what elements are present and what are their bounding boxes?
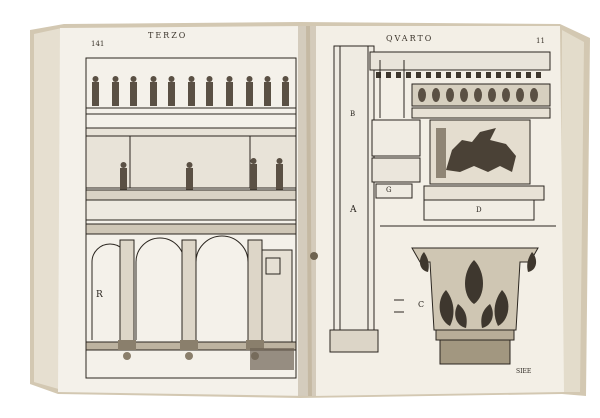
page-block-edge-right — [560, 30, 584, 392]
figure-label-r: R — [96, 290, 103, 300]
cornice — [369, 51, 551, 71]
egg-and-dart — [418, 88, 538, 102]
page-block-edge-left — [34, 28, 62, 390]
right-illustration — [329, 45, 556, 365]
statue-row-middle — [120, 158, 283, 190]
gutter-stitch — [310, 252, 318, 260]
gutter-shadow — [298, 26, 316, 396]
dimension-marks — [379, 60, 405, 313]
left-folio: 141 — [91, 40, 105, 48]
figure-label-d: D — [476, 206, 482, 214]
left-running-head: TERZO — [148, 31, 188, 40]
right-folio: 11 — [536, 37, 545, 45]
figure-label-c: C — [418, 300, 425, 309]
acanthus-leaves — [419, 252, 537, 328]
figure-label-b: B — [350, 110, 356, 118]
statue-row-top — [92, 76, 289, 106]
right-running-head: QVARTO — [386, 34, 434, 43]
dentils — [376, 72, 541, 78]
left-illustration — [85, 57, 297, 379]
arcade — [91, 235, 293, 345]
figure-label-g: G — [386, 186, 392, 194]
figure-label-a: A — [350, 205, 357, 215]
bottom-note: SIEE — [516, 368, 532, 375]
griffin — [446, 128, 516, 172]
